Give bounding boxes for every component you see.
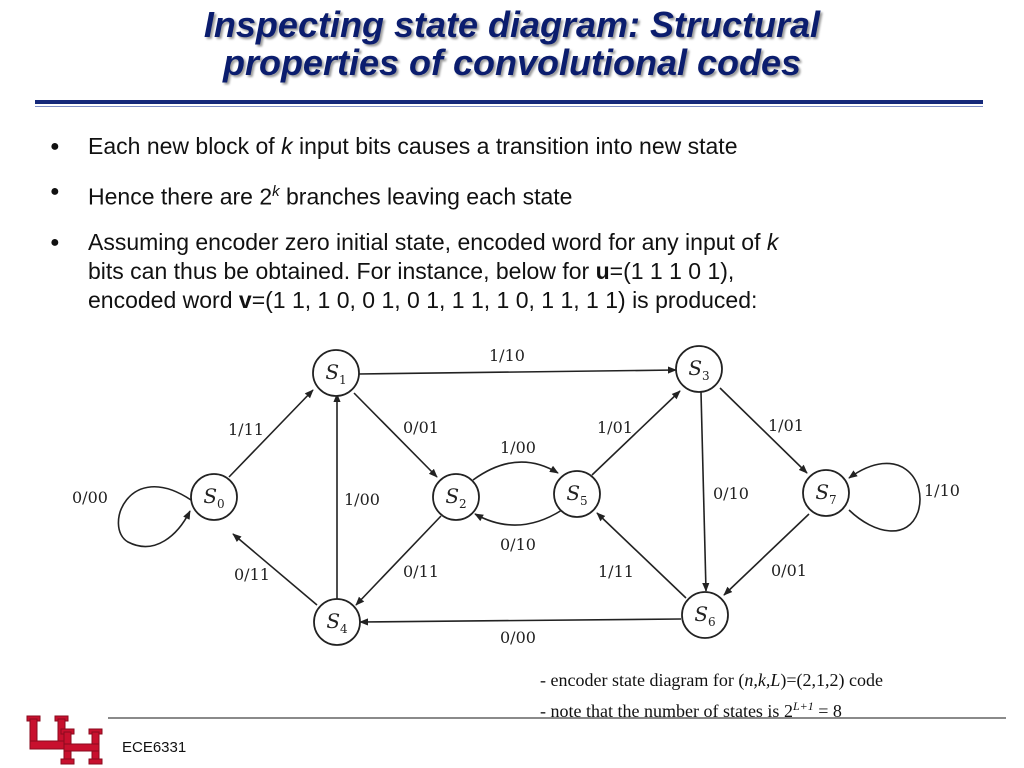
bullet-item: Assuming encoder zero initial state, enc…	[48, 228, 968, 315]
edge-label-s3-s7: 1/01	[768, 416, 804, 435]
svg-text:S1: S1	[325, 360, 346, 387]
edge-s5-s2	[474, 509, 563, 526]
uh-interlocking-logo-icon	[26, 715, 103, 765]
state-s6: S6	[681, 591, 729, 639]
svg-text:S0: S0	[203, 484, 224, 511]
edge-label-s3-s6: 0/10	[713, 484, 749, 503]
caption-line-1: - encoder state diagram for (n,k,L)=(2,1…	[540, 670, 884, 690]
state-s7: S7	[802, 469, 850, 517]
edge-s6-s4	[359, 618, 682, 626]
edge-label-s7-s7: 1/10	[924, 481, 960, 500]
diagram-caption: - encoder state diagram for (n,k,L)=(2,1…	[540, 667, 883, 724]
edge-s3-s6	[700, 391, 710, 592]
edge-label-s0-s1: 1/11	[228, 420, 264, 439]
edge-label-s1-s2: 0/01	[403, 418, 439, 437]
edge-s6-s5	[596, 512, 687, 599]
edge-s5-s3	[591, 390, 681, 476]
state-s4: S4	[313, 598, 361, 646]
slide-title-line-1: Inspecting state diagram: Structural	[203, 4, 821, 45]
svg-text:S6: S6	[694, 602, 715, 629]
state-s2: S2	[432, 473, 480, 521]
edge-label-s4-s0: 0/11	[234, 565, 270, 584]
bullet-item: Hence there are 2k branches leaving each…	[48, 177, 968, 212]
svg-text:S4: S4	[326, 609, 348, 636]
edge-s2-s5	[472, 461, 559, 481]
edge-s4-s0	[232, 533, 318, 606]
edge-s7-s6	[723, 513, 810, 596]
title-rule-thin	[35, 106, 983, 107]
edge-label-s6-s4: 0/00	[500, 628, 536, 647]
edge-label-s0-s0: 0/00	[72, 488, 108, 507]
state-s5: S5	[553, 470, 601, 518]
edge-label-s1-s3: 1/10	[489, 346, 525, 365]
state-diagram: S0 S1 S2 S3 S4 S5 S6 S7 0/00 1/11 0/11 1…	[72, 345, 960, 647]
slide-title-line-2: properties of convolutional codes	[222, 42, 802, 83]
state-s3: S3	[675, 345, 723, 393]
title-rule	[35, 100, 983, 104]
slide-title: Inspecting state diagram: Structural pro…	[40, 6, 984, 82]
bullet-item: Each new block of k input bits causes a …	[48, 132, 968, 161]
svg-text:S3: S3	[688, 356, 709, 383]
svg-text:S2: S2	[445, 484, 466, 511]
edge-label-s2-s5: 1/00	[500, 438, 536, 457]
state-s0: S0	[190, 473, 238, 521]
edge-s0-s1	[228, 389, 314, 478]
edge-s1-s2	[353, 392, 438, 478]
svg-text:S7: S7	[815, 480, 836, 507]
footer-rule	[108, 717, 1006, 719]
edge-label-s4-s1: 1/00	[344, 490, 380, 509]
edge-label-s7-s6: 0/01	[771, 561, 807, 580]
edge-label-s5-s3: 1/01	[597, 418, 633, 437]
edge-s3-s7	[719, 387, 808, 474]
edge-s1-s3	[357, 366, 677, 375]
edge-label-s6-s5: 1/11	[598, 562, 634, 581]
caption-line-2: - note that the number of states is 2L+1…	[540, 699, 842, 721]
edge-s0-s0-loop	[117, 485, 192, 548]
edge-s2-s4	[355, 515, 442, 606]
state-s1: S1	[312, 349, 360, 397]
svg-text:S5: S5	[566, 481, 587, 508]
edge-label-s2-s4: 0/11	[403, 562, 439, 581]
course-code: ECE6331	[122, 739, 187, 756]
edge-s7-s7-loop	[848, 462, 921, 532]
bullet-list: Each new block of k input bits causes a …	[48, 132, 968, 331]
edge-label-s5-s2: 0/10	[500, 535, 536, 554]
